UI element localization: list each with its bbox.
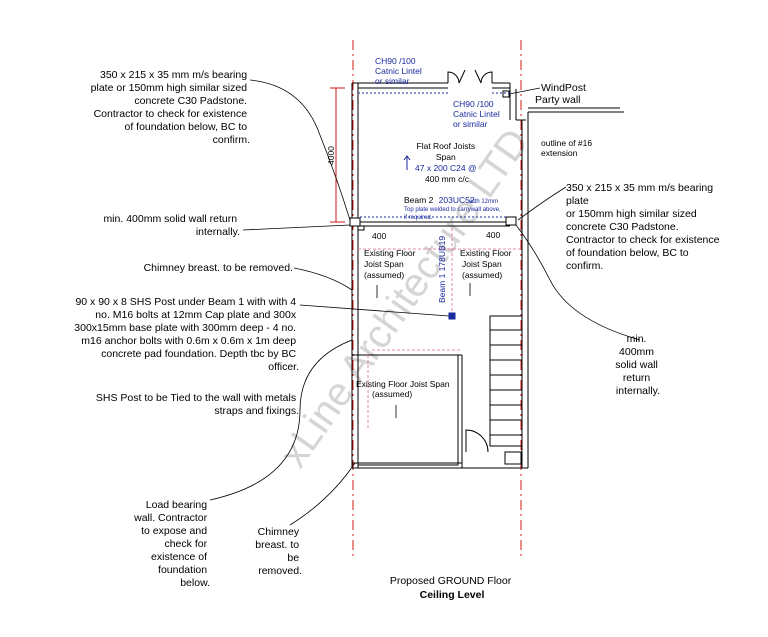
note-shs-post: 90 x 90 x 8 SHS Post under Beam 1 with w… (74, 296, 299, 373)
beam2-label: Beam 2 203UC52 (404, 195, 475, 205)
span-arrows-joist (376, 283, 471, 418)
note-padstone-left: 350 x 215 x 35 mm m/s bearing plate or 1… (91, 69, 250, 146)
gridlines (352, 40, 522, 560)
note-shs-tie: SHS Post to be Tied to the wall with met… (96, 392, 299, 417)
beam1-label: Beam 1 178UB19 (437, 236, 447, 303)
drawing-title: Proposed GROUND Floor Ceiling Level (390, 575, 514, 601)
lintels (358, 92, 510, 218)
windpost (502, 90, 510, 98)
span-arrow-roof (403, 155, 411, 170)
lintel-right-label: CH90 /100 Catnic Lintel or similar (453, 99, 502, 129)
walls (351, 69, 624, 469)
joist-label-bottom: Existing Floor Joist Span (assumed) (356, 379, 452, 399)
joist-label-left: Existing Floor Joist Span (assumed) (364, 248, 418, 280)
beam2-note: with 12mm Top plate welded to carrywall … (404, 199, 502, 221)
note-load-bearing: Load bearing wall. Contractor to expose … (133, 499, 210, 589)
dim-4000-label: 4000 (326, 146, 336, 165)
hidden-lines (358, 228, 522, 430)
lintel-left-label: CH90 /100 Catnic Lintel or similar (375, 56, 424, 86)
joist-label-right: Existing Floor Joist Span (assumed) (460, 248, 514, 280)
padstone-right (505, 216, 517, 226)
watermark: xLine Architecture LTD (271, 121, 537, 475)
note-chimney-bottom: Chimney breast. to be removed. (255, 526, 302, 577)
dim-400-right: 400 (486, 230, 500, 240)
leader-lines (209, 79, 641, 526)
note-outline: outline of #16 extension (541, 138, 594, 158)
shs-post (448, 312, 456, 320)
flat-roof-label: Flat Roof Joists Span 47 x 200 C24 @ 400… (415, 141, 479, 184)
padstone-left (349, 217, 361, 227)
note-windpost: WindPost Party wall (535, 82, 589, 106)
note-wall-return-right: min. 400mm solid wall return internally. (615, 333, 661, 397)
dimension-4000 (330, 87, 345, 223)
note-wall-return-left: min. 400mm solid wall return internally. (103, 213, 240, 238)
note-padstone-right: 350 x 215 x 35 mm m/s bearing plate or 1… (566, 182, 722, 272)
dim-400-left: 400 (372, 231, 386, 241)
note-chimney-top: Chimney breast. to be removed. (144, 262, 293, 274)
